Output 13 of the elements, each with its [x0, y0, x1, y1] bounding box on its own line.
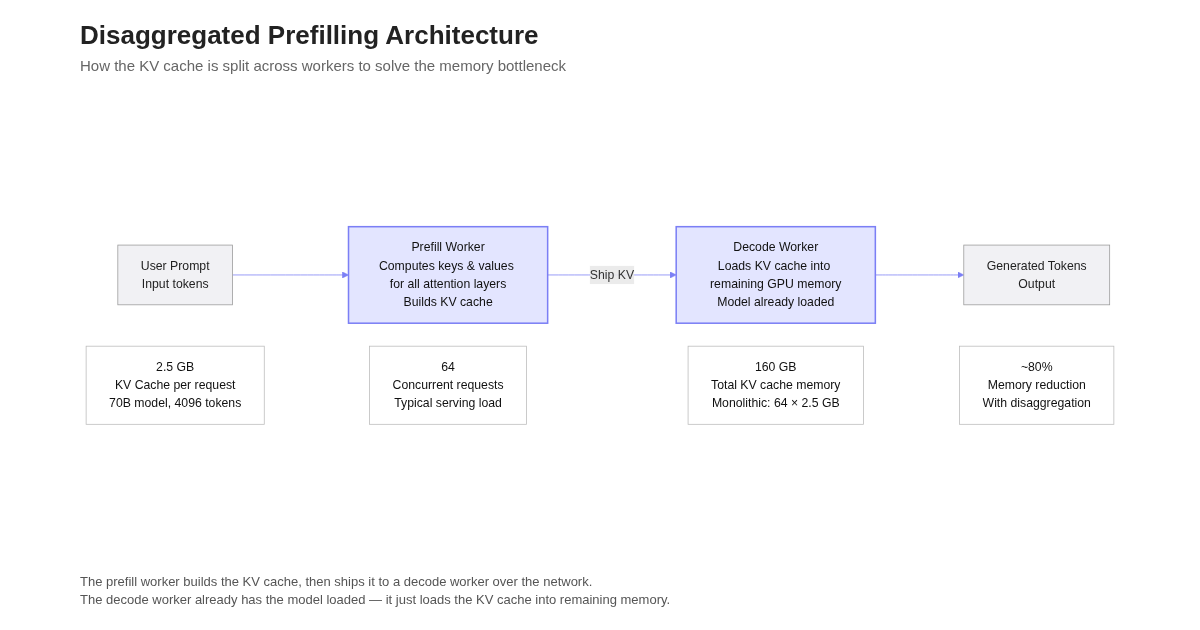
node-box: ~80% Memory reduction With disaggregation [959, 345, 1115, 425]
node-box: 2.5 GB KV Cache per request 70B model, 4096 tokens [85, 345, 265, 425]
node-box: User Prompt Input tokens [117, 244, 233, 306]
edge-label: Ship KV [589, 268, 635, 282]
node-box: Decode Worker Loads KV cache into remaining GPU memory Model already loaded [675, 225, 877, 324]
node-box: Generated Tokens Output [963, 244, 1111, 306]
title: Disaggregated Prefilling Architecture [80, 20, 540, 51]
footnote: The prefill worker builds the KV cache, then ships it to a decode worker over the network. [80, 574, 594, 589]
node-box: 64 Concurrent requests Typical serving load [369, 345, 527, 425]
node-box: Prefill Worker Computes keys & values for all attention layers Builds KV cache [347, 225, 549, 324]
footnote: The decode worker already has the model loaded — it just loads the KV cache into remaining memory. [80, 592, 672, 607]
subtitle: How the KV cache is split across workers to solve the memory bottleneck [80, 57, 568, 74]
node-box: 160 GB Total KV cache memory Monolithic: 64 × 2.5 GB [687, 345, 864, 425]
